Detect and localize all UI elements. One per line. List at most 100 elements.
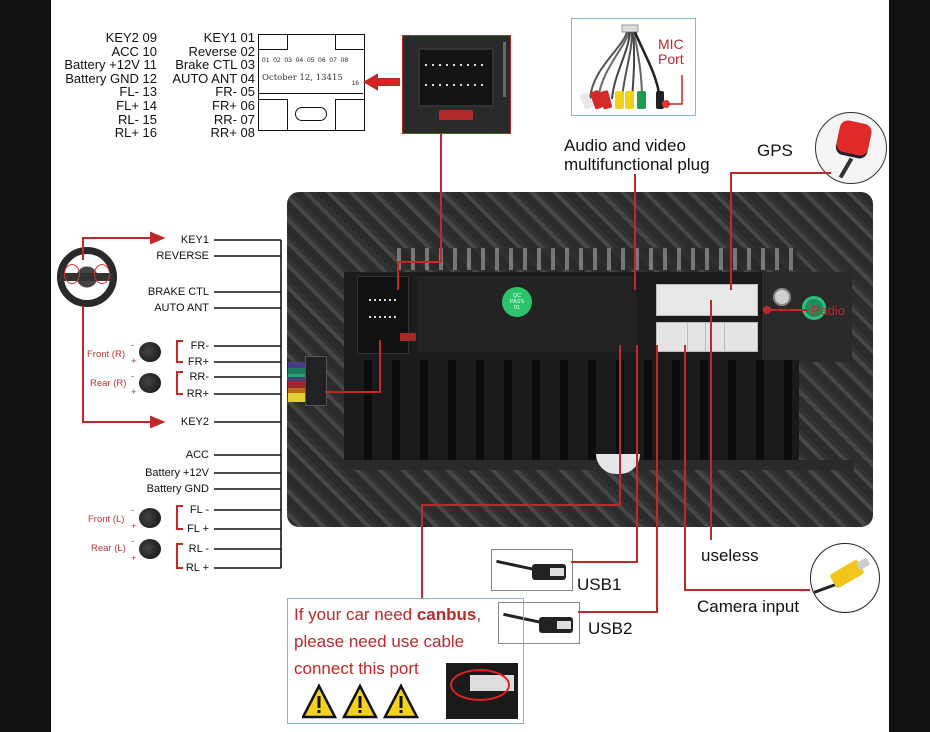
camera-input-label: Camera input xyxy=(697,597,800,616)
pin-number: 06 xyxy=(318,57,326,64)
pin-number-row: 01 02 03 04 05 06 07 08 xyxy=(262,57,348,64)
canbus-line3: connect this port xyxy=(294,659,419,678)
speaker-icon xyxy=(139,342,161,362)
warning-icon xyxy=(302,683,338,719)
polarity-plus: + xyxy=(131,387,137,398)
pin-label: FL- 13 xyxy=(119,84,157,100)
pin-label: RR+ 08 xyxy=(210,125,255,141)
polarity-minus: - xyxy=(131,371,135,382)
pin-label: RR- 07 xyxy=(213,111,255,127)
pin-number: 01 xyxy=(262,57,270,64)
black-wire-bus xyxy=(214,239,282,569)
wire-label-battery-12v: Battery +12V xyxy=(145,467,209,479)
usb2-label: USB2 xyxy=(588,619,633,638)
canbus-note: If your car need canbus, please need use… xyxy=(287,598,524,724)
polarity-plus: + xyxy=(131,553,137,564)
head-unit-back: QC PASS 01 xyxy=(287,192,873,527)
wire-label-rl-plus: RL + xyxy=(185,562,209,574)
camera-rca-photo xyxy=(810,543,880,613)
wire-label-auto-ant: AUTO ANT xyxy=(154,302,209,314)
av-plug-caption-line: Audio and video xyxy=(564,136,686,155)
av-plug-caption: Audio and video multifunctional plug xyxy=(564,136,710,174)
canbus-line2: please need use cable xyxy=(294,632,465,651)
harness-plug xyxy=(305,356,327,406)
useless-label: useless xyxy=(701,546,759,565)
wire-label-battery-gnd: Battery GND xyxy=(146,483,209,495)
multifunction-port-top xyxy=(656,284,758,316)
pin-label: KEY2 09 xyxy=(105,30,157,45)
mic-port-label: MIC Port xyxy=(658,37,684,67)
pin-number: 07 xyxy=(329,57,338,64)
radio-label: Radio xyxy=(811,303,845,318)
pin-label: FR+ 06 xyxy=(212,97,255,113)
qc-text: QC xyxy=(512,293,522,299)
av-plug-photo: MIC Port xyxy=(571,18,696,116)
pin-number: 05 xyxy=(306,57,315,64)
qc-pass-sticker: QC PASS 01 xyxy=(502,287,532,317)
gps-socket xyxy=(773,288,791,306)
canbus-keyword: canbus xyxy=(416,605,477,624)
polarity-plus: + xyxy=(131,521,137,532)
wire-label-key1: KEY1 xyxy=(180,234,209,246)
polarity-minus: - xyxy=(131,505,135,516)
pinout-right-column: KEY1 01 Reverse 02 Brake CTL 03 AUTO ANT… xyxy=(159,31,255,140)
mic-label-line: MIC xyxy=(658,36,684,52)
pin-label: Brake CTL 03 xyxy=(175,57,255,73)
warning-icon xyxy=(382,683,420,719)
mic-label-line: Port xyxy=(658,51,684,67)
pin-label: FR- 05 xyxy=(215,84,255,100)
pin-label: Reverse 02 xyxy=(188,43,255,59)
wire-label-fl-minus: FL - xyxy=(189,504,209,516)
radio-socket xyxy=(802,296,826,320)
wire-label-reverse: REVERSE xyxy=(156,250,209,262)
speaker-label-rear-l: Rear (L) xyxy=(91,543,126,554)
speaker-icon xyxy=(139,539,161,559)
usb1-cable-photo xyxy=(491,549,573,591)
usb1-label: USB1 xyxy=(577,575,622,594)
pin-label: FL+ 14 xyxy=(116,97,157,113)
wire-label-fl-plus: FL + xyxy=(187,523,209,535)
pin-label: Battery +12V 11 xyxy=(64,57,157,73)
canbus-line1: If your car need canbus, xyxy=(294,601,481,628)
pin-number: 16 xyxy=(351,80,359,87)
wire-label-rl-minus: RL - xyxy=(188,543,209,555)
wire-label-brake-ctl: BRAKE CTL xyxy=(147,286,209,298)
gps-label: GPS xyxy=(757,141,793,160)
gps-antenna-photo xyxy=(815,112,887,184)
pin-label: AUTO ANT 04 xyxy=(172,70,255,86)
speaker-icon xyxy=(139,508,161,528)
pin-label: RL- 15 xyxy=(117,111,157,127)
speaker-label-front-r: Front (R) xyxy=(87,349,125,360)
pin-number: 03 xyxy=(284,57,293,64)
warning-icon xyxy=(341,683,379,719)
polarity-minus: - xyxy=(131,536,135,547)
pin-number: 02 xyxy=(273,57,281,64)
qc-text: PASS xyxy=(509,299,525,305)
wire-label-fr-minus: FR- xyxy=(190,340,209,352)
speaker-icon xyxy=(139,373,161,393)
connector-photo xyxy=(402,35,511,134)
pin-number: 04 xyxy=(295,57,304,64)
wire-label-rr-minus: RR- xyxy=(189,371,209,383)
qc-text: 01 xyxy=(513,305,521,311)
connector-stamp: October 12, 13415 xyxy=(262,73,343,83)
canbus-text: If your car need xyxy=(294,605,417,624)
pin-label: Battery GND 12 xyxy=(65,70,157,86)
connector-face-diagram: 01 02 03 04 05 06 07 08 October 12, 1341… xyxy=(258,34,365,131)
pin-label: KEY1 01 xyxy=(203,30,255,45)
steering-wheel-icon xyxy=(57,247,117,307)
wire-label-acc: ACC xyxy=(185,449,209,461)
wire-label-fr-plus: FR+ xyxy=(187,356,209,368)
pin-number: 08 xyxy=(340,57,349,64)
usb2-cable-photo xyxy=(498,602,580,644)
warning-icons xyxy=(302,683,420,719)
av-plug-caption-line: multifunctional plug xyxy=(564,155,710,174)
pin-label: ACC 10 xyxy=(111,43,157,59)
pin-label: RL+ 16 xyxy=(114,125,157,141)
usb-camera-ports-bottom xyxy=(656,322,758,352)
speaker-label-front-l: Front (L) xyxy=(88,514,125,525)
harness-wires-colored xyxy=(288,362,305,402)
av-cable-bundle-icon xyxy=(579,24,683,110)
wire-label-rr-plus: RR+ xyxy=(186,388,209,400)
polarity-plus: + xyxy=(131,356,137,367)
